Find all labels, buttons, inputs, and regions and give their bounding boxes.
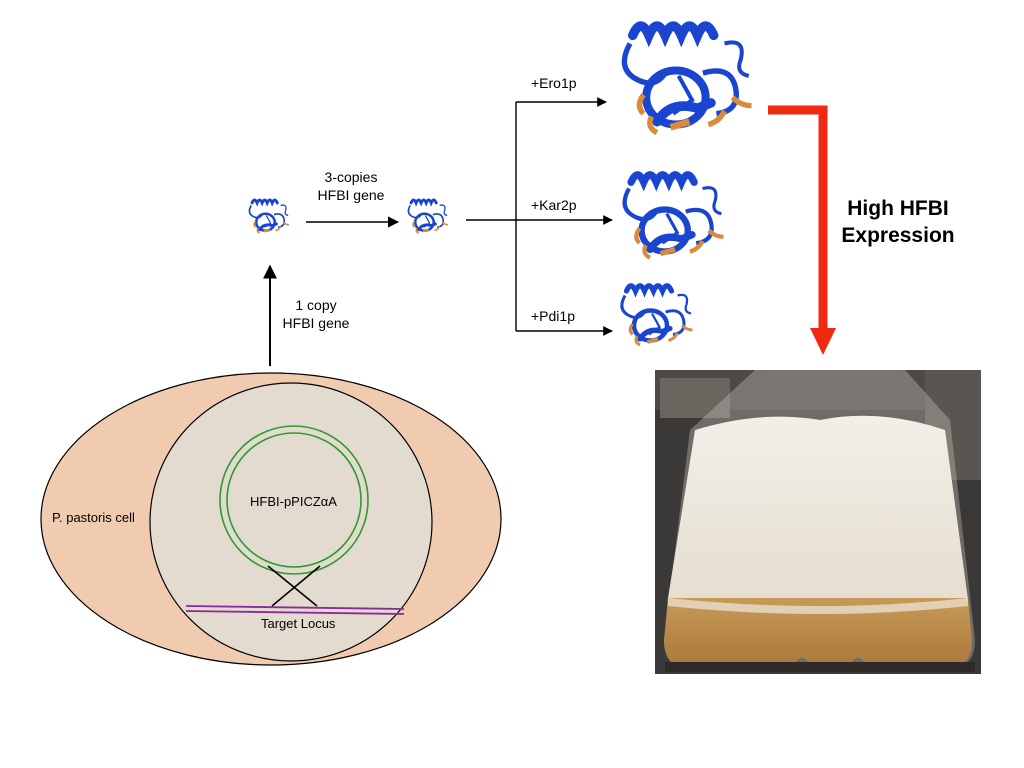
plasmid-ring-icon [219,425,369,575]
protein-icon-ero1p [624,26,751,133]
branch-arrows [466,97,613,336]
plasmid-label: HFBI-pPICZαA [250,494,337,509]
protein-icon-3copies [406,198,450,235]
one-copy-label: 1 copy HFBI gene [272,296,360,332]
three-copies-line2: HFBI gene [317,187,385,204]
protein-icon-1copy [247,198,291,235]
pdi1p-label: +Pdi1p [531,308,575,324]
one-copy-line2: HFBI gene [282,315,350,332]
one-copy-line1: 1 copy [295,297,337,313]
high-expression-arrow [768,105,836,355]
nucleus [149,382,433,662]
three-copies-label: 3-copies HFBI gene [305,168,397,204]
ero1p-label: +Ero1p [531,75,577,91]
high-expression-line1: High HFBI [847,197,949,220]
three-copies-line1: 3-copies [324,169,378,185]
target-locus-line [185,605,405,615]
crossover-icon [267,565,321,607]
high-expression-line2: Expression [841,224,955,248]
kar2p-label: +Kar2p [531,197,577,213]
high-expression-label: High HFBI Expression [832,195,964,250]
cell-label: P. pastoris cell [52,510,135,525]
flask-culture-photo [655,370,981,674]
target-locus-label: Target Locus [261,616,336,631]
protein-icon-pdi1p [622,286,693,345]
protein-icon-kar2p [625,175,724,258]
